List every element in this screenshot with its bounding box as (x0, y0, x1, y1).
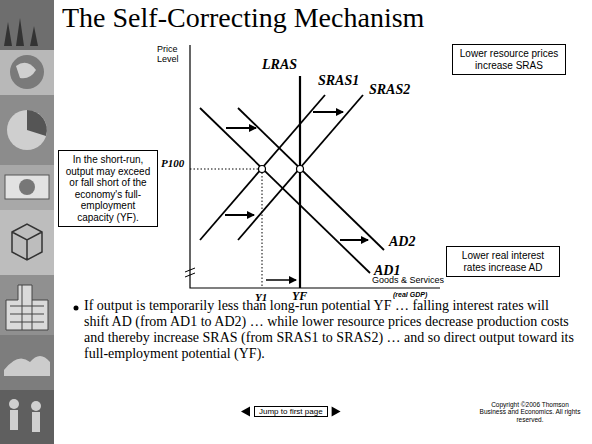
axis-title: (real GDP) (393, 291, 427, 299)
graph-axes (185, 45, 440, 288)
curve-label: AD2 (389, 234, 415, 250)
sras2-curve (238, 95, 363, 240)
lras-line (299, 76, 301, 288)
box-text: Lower real interest rates increase AD (451, 250, 555, 273)
photo-collage (0, 0, 54, 444)
callout-box: In the short-run, output may exceed or f… (58, 150, 158, 227)
price-label: P100 (161, 157, 184, 170)
bullet-dot (74, 306, 79, 311)
box-text: In the short-run, output may exceed or f… (63, 154, 153, 223)
sras1-curve (200, 95, 325, 240)
ad2-curve (238, 108, 384, 250)
box-text: Jump to first page (259, 407, 323, 416)
slide-title: The Self-Correcting Mechanism (62, 2, 424, 34)
ad1-curve (200, 108, 370, 273)
equilibrium-points (259, 166, 304, 173)
callout-box: Lower real interest rates increase AD (446, 246, 560, 277)
box-text: Lower resource prices increase SRAS (457, 48, 561, 71)
axis-title: Goods & Services (372, 275, 444, 285)
nav-arrows (241, 407, 341, 417)
bullet-text: If output is temporarily less than long-… (84, 298, 576, 362)
copyright-note: Copyright ©2006 Thomson Business and Eco… (478, 401, 582, 423)
nav-button: Jump to first page (254, 406, 328, 417)
callout-box: Lower resource prices increase SRAS (452, 44, 566, 75)
guide-lines (190, 169, 262, 288)
curve-label: LRAS (262, 57, 297, 73)
axis-title: Price Level (157, 44, 187, 65)
curve-label: SRAS2 (369, 82, 410, 98)
shift-arrows (225, 112, 368, 280)
curve-label: SRAS1 (318, 73, 359, 89)
